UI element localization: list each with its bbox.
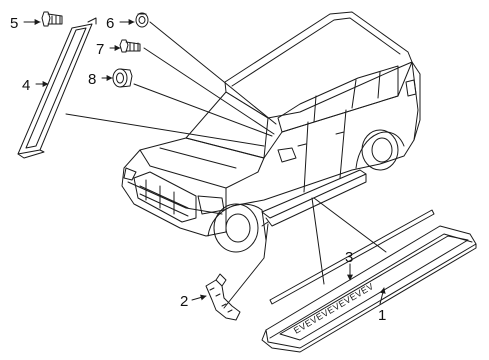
- leader-lines: [65, 21, 387, 309]
- callout-4: 4: [22, 77, 30, 94]
- plug-part-8: [112, 68, 133, 88]
- vehicle-front-wheel: [213, 203, 259, 253]
- vehicle-rear-wheel: [361, 129, 399, 171]
- vehicle-hood: [139, 137, 265, 189]
- vehicle-mirror: [277, 147, 297, 163]
- grommet-part-6: [135, 12, 149, 28]
- callout-7: 7: [96, 41, 104, 58]
- callout-6: 6: [106, 15, 114, 32]
- callout-8: 8: [88, 71, 96, 88]
- vehicle-roof: [224, 11, 413, 119]
- vehicle-headlight-left: [123, 167, 137, 181]
- vehicle-rear-wheel-arch: [355, 131, 405, 169]
- side-strip-part-3: [269, 209, 435, 305]
- clip-part-7: [119, 39, 141, 53]
- vehicle-front-bumper: [121, 149, 227, 237]
- clip-part-5: [41, 11, 63, 27]
- vehicle-front-wheel-arch: [207, 203, 267, 241]
- callout-1: 1: [378, 307, 386, 324]
- callout-3: 3: [345, 249, 353, 266]
- callout-arrows: [23, 19, 386, 305]
- pillar-moulding-part: [17, 17, 97, 159]
- running-board-part-1: [261, 225, 477, 353]
- callout-2: 2: [180, 293, 188, 310]
- vehicle-grille: [133, 171, 197, 223]
- vehicle-illustration: [121, 11, 421, 253]
- callout-5: 5: [10, 15, 18, 32]
- bracket-part-2: [205, 273, 241, 321]
